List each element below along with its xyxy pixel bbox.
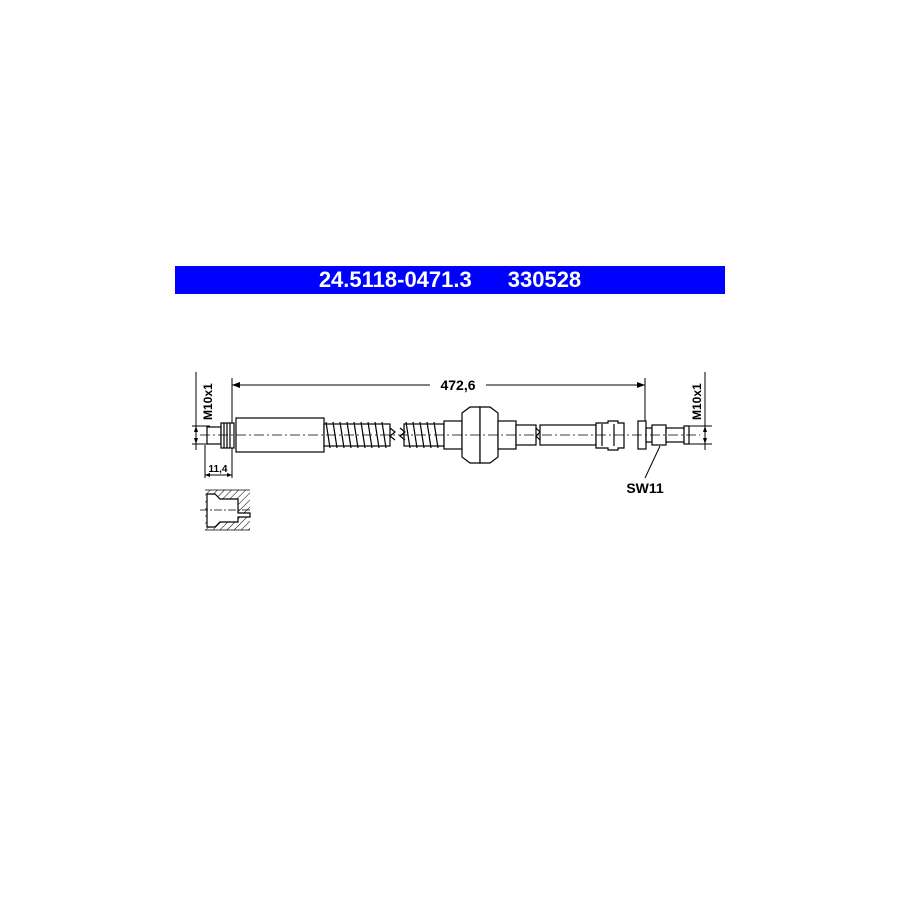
port-section-detail xyxy=(200,489,252,531)
left-thread-label: M10x1 xyxy=(201,383,215,420)
left-fitting-label: 11,4 xyxy=(209,464,228,475)
right-fitting xyxy=(595,420,690,451)
left-fitting-dimension: 11,4 xyxy=(204,445,233,478)
part-number-banner: 24.5118-0471.3 330528 xyxy=(175,266,725,294)
wrench-size-callout: SW11 xyxy=(626,445,664,496)
overall-length-dimension: 472,6 xyxy=(231,377,646,425)
overall-length-label: 472,6 xyxy=(440,377,475,393)
left-thread-dimension: M10x1 xyxy=(192,372,215,450)
right-thread-label: M10x1 xyxy=(690,383,704,420)
part-number: 24.5118-0471.3 xyxy=(318,267,472,292)
wrench-size-label: SW11 xyxy=(626,480,664,496)
reference-number: 330528 xyxy=(507,267,582,292)
right-thread-dimension: M10x1 xyxy=(689,372,712,450)
